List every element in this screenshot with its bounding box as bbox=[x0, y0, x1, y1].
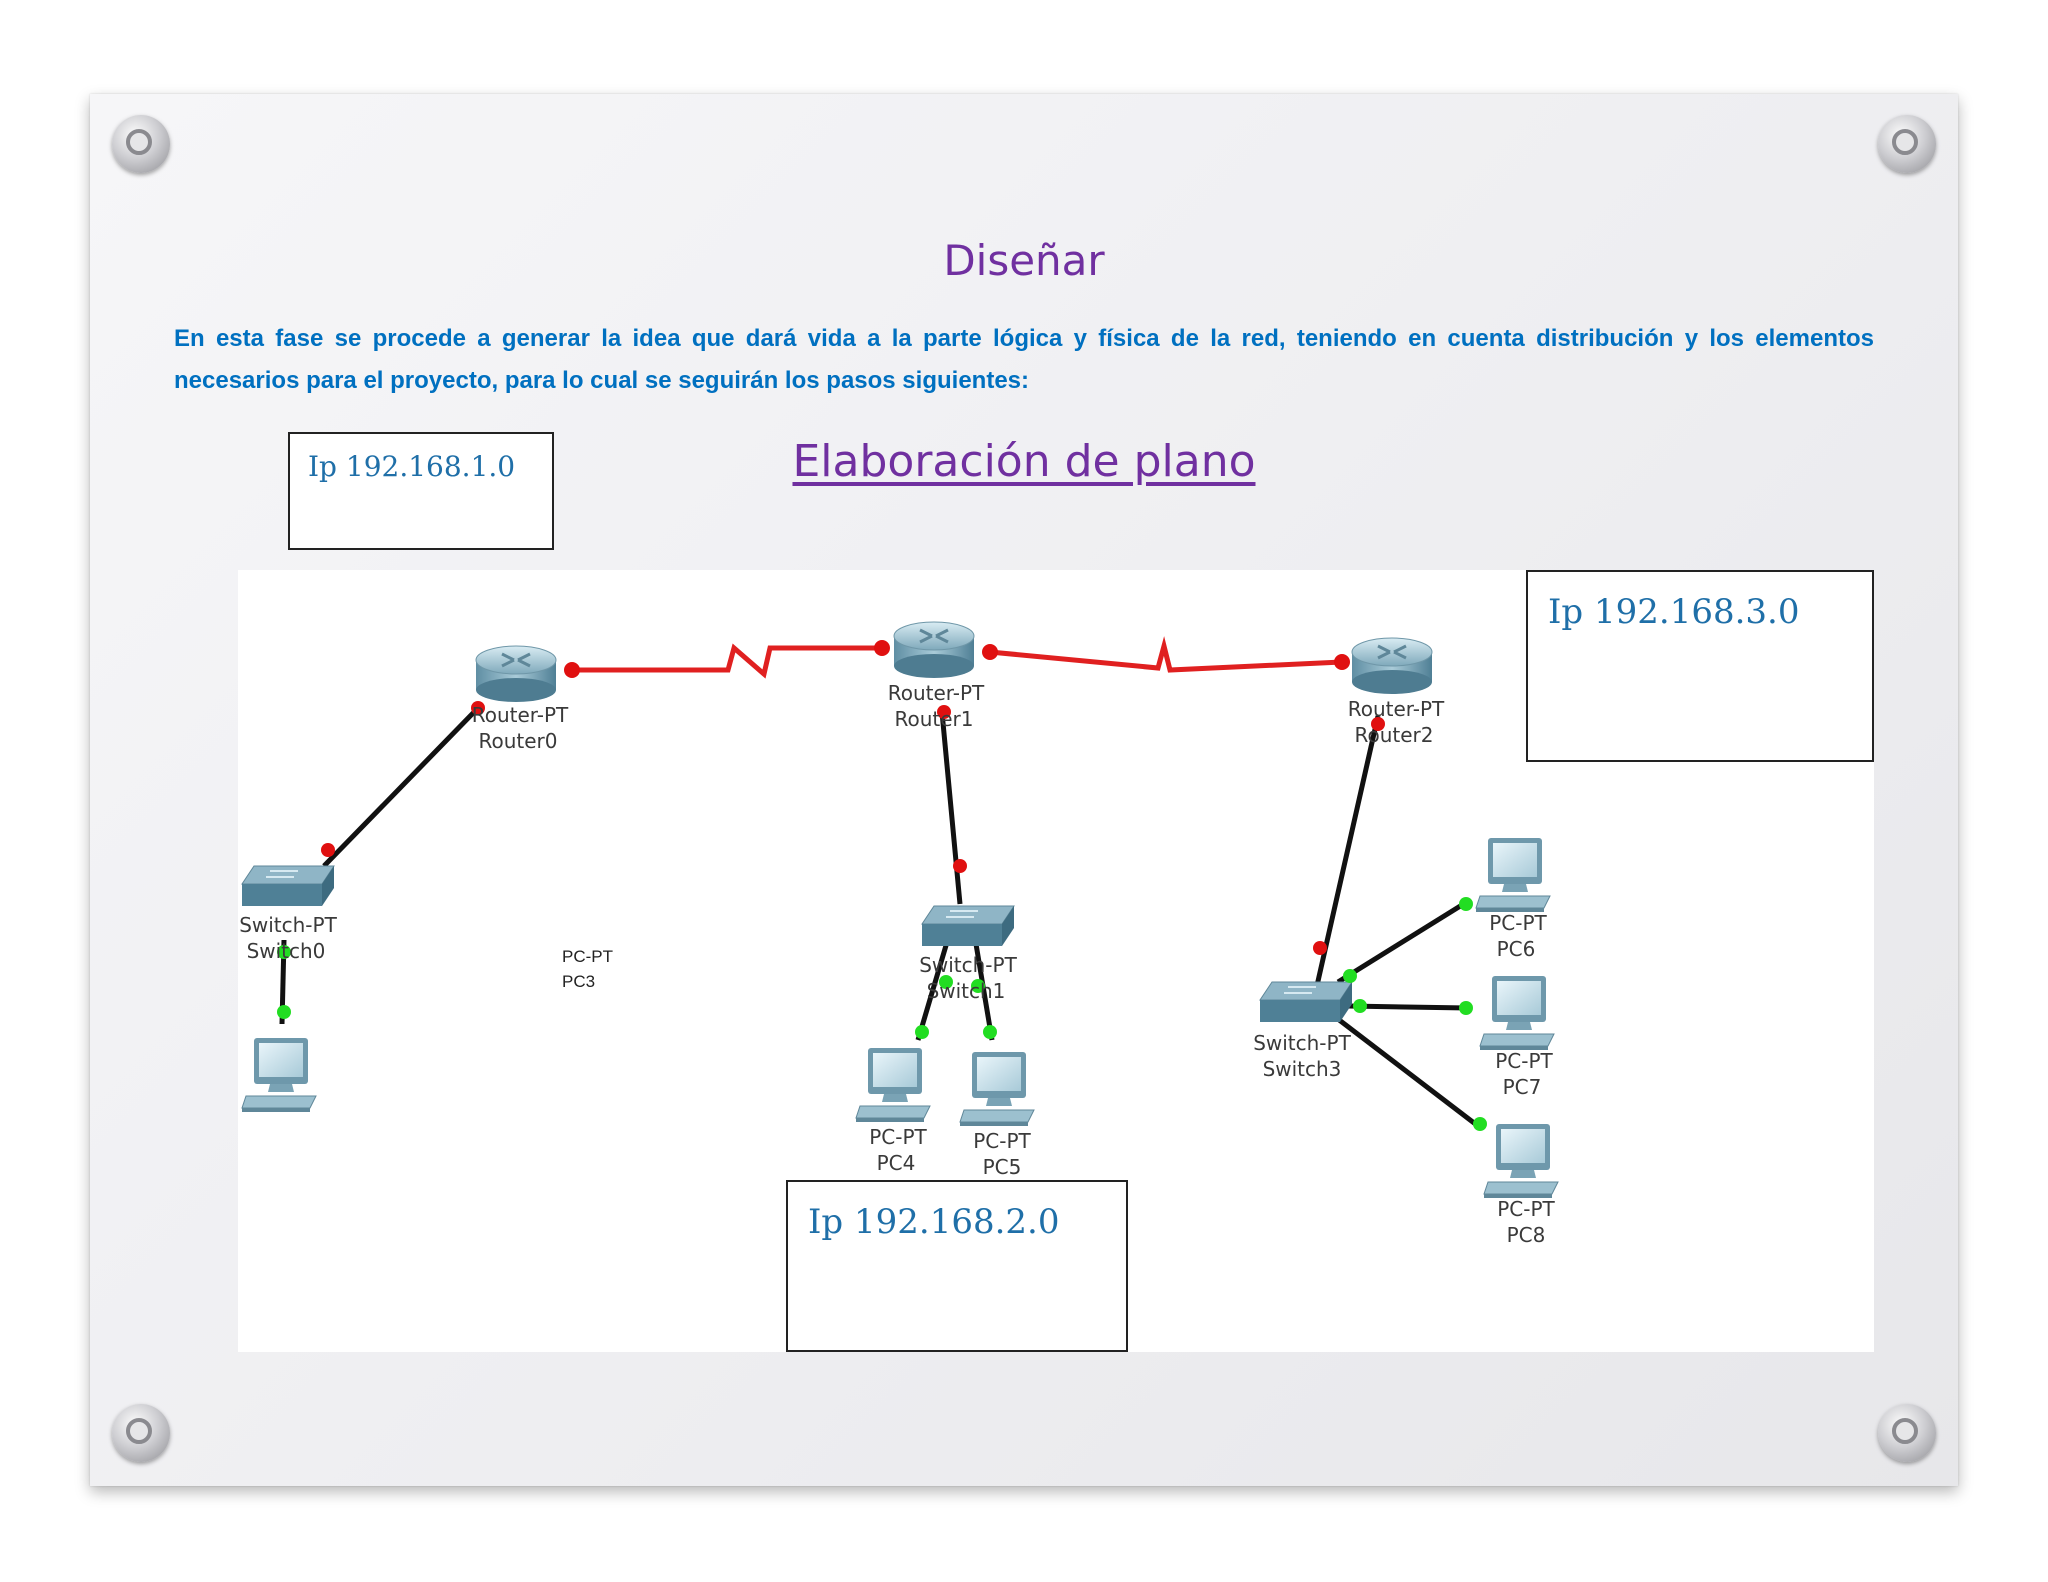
section-subtitle: Elaboración de plano bbox=[792, 436, 1256, 487]
port-down-dot bbox=[953, 859, 967, 873]
port-down-dot bbox=[874, 640, 890, 656]
port-indicators bbox=[277, 640, 1487, 1131]
pc6-type-label: PC-PT bbox=[1489, 911, 1547, 935]
port-down-dot bbox=[982, 644, 998, 660]
port-up-dot bbox=[971, 979, 985, 993]
port-up-dot bbox=[277, 1005, 291, 1019]
switch0-name-label: Switch0 bbox=[247, 939, 326, 963]
pc5-icon[interactable] bbox=[959, 1051, 1035, 1127]
pc4-type-label: PC-PT bbox=[869, 1125, 927, 1149]
port-down-dot bbox=[1334, 654, 1350, 670]
serial-link-router1-router2 bbox=[989, 636, 1343, 673]
port-down-dot bbox=[471, 701, 485, 715]
link-switch1-pc4 bbox=[915, 931, 953, 1041]
pc3-name-label: PC3 bbox=[562, 972, 595, 991]
router0-icon[interactable] bbox=[474, 644, 558, 704]
link-router2-switch3 bbox=[1313, 715, 1381, 991]
link-switch3-pc6 bbox=[1336, 897, 1472, 985]
port-up-dot bbox=[277, 945, 291, 959]
pc4-icon[interactable] bbox=[855, 1047, 931, 1123]
port-down-dot bbox=[1313, 941, 1327, 955]
port-up-dot bbox=[939, 975, 953, 989]
ip-box-network-3: Ip 192.168.3.0 bbox=[1526, 570, 1874, 762]
pc3-icon[interactable] bbox=[241, 1037, 317, 1113]
pc3-type-label: PC-PT bbox=[562, 947, 613, 966]
router1-icon[interactable] bbox=[892, 620, 976, 680]
pc7-icon[interactable] bbox=[1479, 975, 1555, 1051]
page-title: Diseñar bbox=[943, 236, 1105, 285]
router1-type-label: Router-PT bbox=[888, 681, 985, 705]
ip-box-network-1: Ip 192.168.1.0 bbox=[288, 432, 554, 550]
pc5-name-label: PC5 bbox=[983, 1155, 1022, 1179]
link-router0-switch0 bbox=[322, 706, 480, 868]
router0-type-label: Router-PT bbox=[472, 703, 569, 727]
switch3-type-label: Switch-PT bbox=[1253, 1031, 1351, 1055]
screw-bottom-right-icon bbox=[1878, 1404, 1936, 1462]
port-up-dot bbox=[1473, 1117, 1487, 1131]
port-up-dot bbox=[1343, 969, 1357, 983]
pc7-name-label: PC7 bbox=[1503, 1075, 1542, 1099]
router2-type-label: Router-PT bbox=[1348, 697, 1445, 721]
switch0-icon[interactable] bbox=[241, 865, 335, 907]
intro-paragraph: En esta fase se procede a generar la ide… bbox=[174, 325, 1874, 394]
link-switch3-pc7 bbox=[1347, 1003, 1469, 1011]
screw-top-left-icon bbox=[112, 115, 170, 173]
pc5-type-label: PC-PT bbox=[973, 1129, 1031, 1153]
serial-link-router0-router1 bbox=[572, 643, 882, 679]
port-up-dot bbox=[983, 1025, 997, 1039]
pc8-type-label: PC-PT bbox=[1497, 1197, 1555, 1221]
ip-box-network-2: Ip 192.168.2.0 bbox=[786, 1180, 1128, 1352]
switch1-type-label: Switch-PT bbox=[919, 953, 1017, 977]
port-down-dot bbox=[1371, 717, 1385, 731]
pc6-icon[interactable] bbox=[1475, 837, 1551, 913]
port-up-dot bbox=[1459, 897, 1473, 911]
ip-label-network-3: Ip 192.168.3.0 bbox=[1548, 592, 1800, 632]
pc8-icon[interactable] bbox=[1483, 1123, 1559, 1199]
switch3-icon[interactable] bbox=[1259, 981, 1353, 1023]
switch0-type-label: Switch-PT bbox=[239, 913, 337, 937]
ip-label-network-1: Ip 192.168.1.0 bbox=[308, 450, 516, 483]
router1-name-label: Router1 bbox=[894, 707, 973, 731]
port-down-dot bbox=[937, 705, 951, 719]
ip-label-network-2: Ip 192.168.2.0 bbox=[808, 1202, 1060, 1242]
pc4-name-label: PC4 bbox=[877, 1151, 916, 1175]
screw-top-right-icon bbox=[1878, 115, 1936, 173]
port-down-dot bbox=[564, 662, 580, 678]
screw-bottom-left-icon bbox=[112, 1404, 170, 1462]
switch1-name-label: Switch1 bbox=[927, 979, 1006, 1003]
router0-name-label: Router0 bbox=[478, 729, 557, 753]
topology-canvas: Router-PT Router0 Router-PT Router1 Rout… bbox=[239, 620, 1559, 1247]
link-router1-switch1 bbox=[939, 711, 963, 905]
pc6-name-label: PC6 bbox=[1497, 937, 1536, 961]
router2-name-label: Router2 bbox=[1354, 723, 1433, 747]
switch3-name-label: Switch3 bbox=[1263, 1057, 1342, 1081]
pc7-type-label: PC-PT bbox=[1495, 1049, 1553, 1073]
pc8-name-label: PC8 bbox=[1507, 1223, 1546, 1247]
port-down-dot bbox=[321, 843, 335, 857]
port-up-dot bbox=[1353, 999, 1367, 1013]
port-up-dot bbox=[1459, 1001, 1473, 1015]
router2-icon[interactable] bbox=[1350, 636, 1434, 696]
port-up-dot bbox=[915, 1025, 929, 1039]
switch1-icon[interactable] bbox=[921, 905, 1015, 947]
link-switch3-pc8 bbox=[1332, 1014, 1480, 1128]
